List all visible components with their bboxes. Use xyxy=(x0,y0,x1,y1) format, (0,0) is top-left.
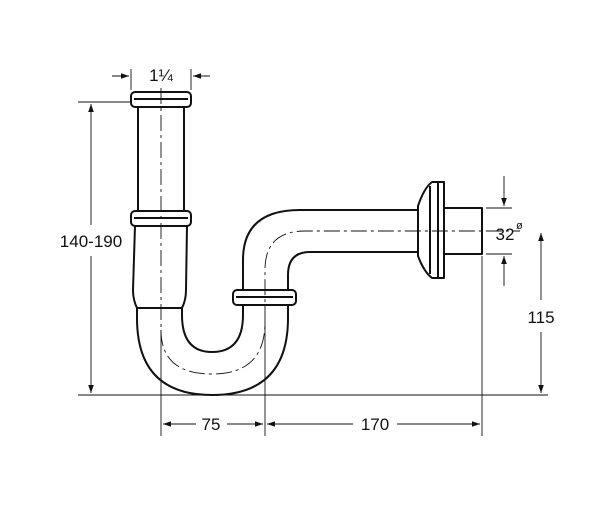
center-lines xyxy=(160,88,520,375)
siphon-trap xyxy=(130,91,483,396)
lower-tube xyxy=(132,225,188,309)
wall-flange xyxy=(417,181,445,279)
height-range-label: 140-190 xyxy=(60,232,122,251)
upper-tube xyxy=(137,107,185,211)
u-bend-inner xyxy=(181,305,244,353)
dimension-lines xyxy=(78,69,548,436)
outlet-diameter-label: 32 xyxy=(496,225,515,244)
outlet-arm-inner xyxy=(287,251,418,290)
diameter-symbol: ø xyxy=(516,220,523,232)
trap-width-label: 75 xyxy=(202,415,221,434)
outlet-arm-outer xyxy=(242,209,418,290)
outlet-length-label: 170 xyxy=(361,415,389,434)
outlet-nut xyxy=(232,289,297,306)
outlet-height-label: 115 xyxy=(527,308,554,327)
pipe-size-label: 1¼ xyxy=(149,66,173,85)
